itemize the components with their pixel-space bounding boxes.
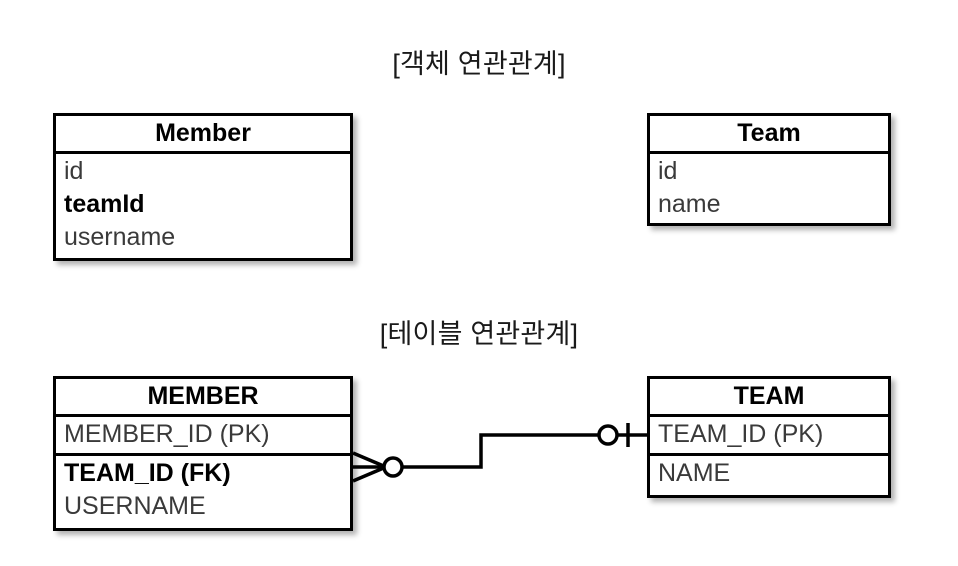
entity-title-team: Team <box>650 116 888 154</box>
cardinality-one-tick-team <box>617 423 647 447</box>
table-title-member: MEMBER <box>56 379 350 417</box>
table-model-caption: [테이블 연관관계] <box>379 319 579 349</box>
table-column-team-id-fk: TEAM_ID (FK) <box>64 459 231 487</box>
entity-attribute-team-name: name <box>658 190 721 218</box>
entity-attribute-teamid: teamId <box>64 190 145 218</box>
table-column-group-team-rest: NAME <box>650 456 888 492</box>
crows-foot-many-symbol <box>352 451 387 483</box>
relationship-polyline <box>402 433 599 469</box>
table-box-team: TEAM TEAM_ID (PK) NAME <box>647 376 891 498</box>
entity-title-member: Member <box>56 116 350 154</box>
table-column-username: USERNAME <box>64 492 206 520</box>
entity-attribute-team-id: id <box>658 157 678 185</box>
entity-attribute-id: id <box>64 157 84 185</box>
table-column-team-name: NAME <box>658 459 731 487</box>
relationship-connector <box>352 423 647 483</box>
table-column-group-team-pk: TEAM_ID (PK) <box>650 417 888 456</box>
entity-box-member: Member id teamId username <box>53 113 353 261</box>
entity-attribute-group-member: id teamId username <box>56 154 350 256</box>
table-box-member: MEMBER MEMBER_ID (PK) TEAM_ID (FK) USERN… <box>53 376 353 531</box>
entity-attribute-username: username <box>64 223 176 251</box>
cardinality-zero-circle-team <box>597 424 619 446</box>
table-column-group-member-pk: MEMBER_ID (PK) <box>56 417 350 456</box>
entity-attribute-group-team: id name <box>650 154 888 223</box>
table-column-team-id-pk: TEAM_ID (PK) <box>658 420 824 448</box>
table-title-team: TEAM <box>650 379 888 417</box>
table-column-member-id: MEMBER_ID (PK) <box>64 420 270 448</box>
entity-box-team: Team id name <box>647 113 891 226</box>
object-model-caption: [객체 연관관계] <box>392 49 566 79</box>
cardinality-zero-circle-member <box>382 456 404 478</box>
table-column-group-member-rest: TEAM_ID (FK) USERNAME <box>56 456 350 525</box>
